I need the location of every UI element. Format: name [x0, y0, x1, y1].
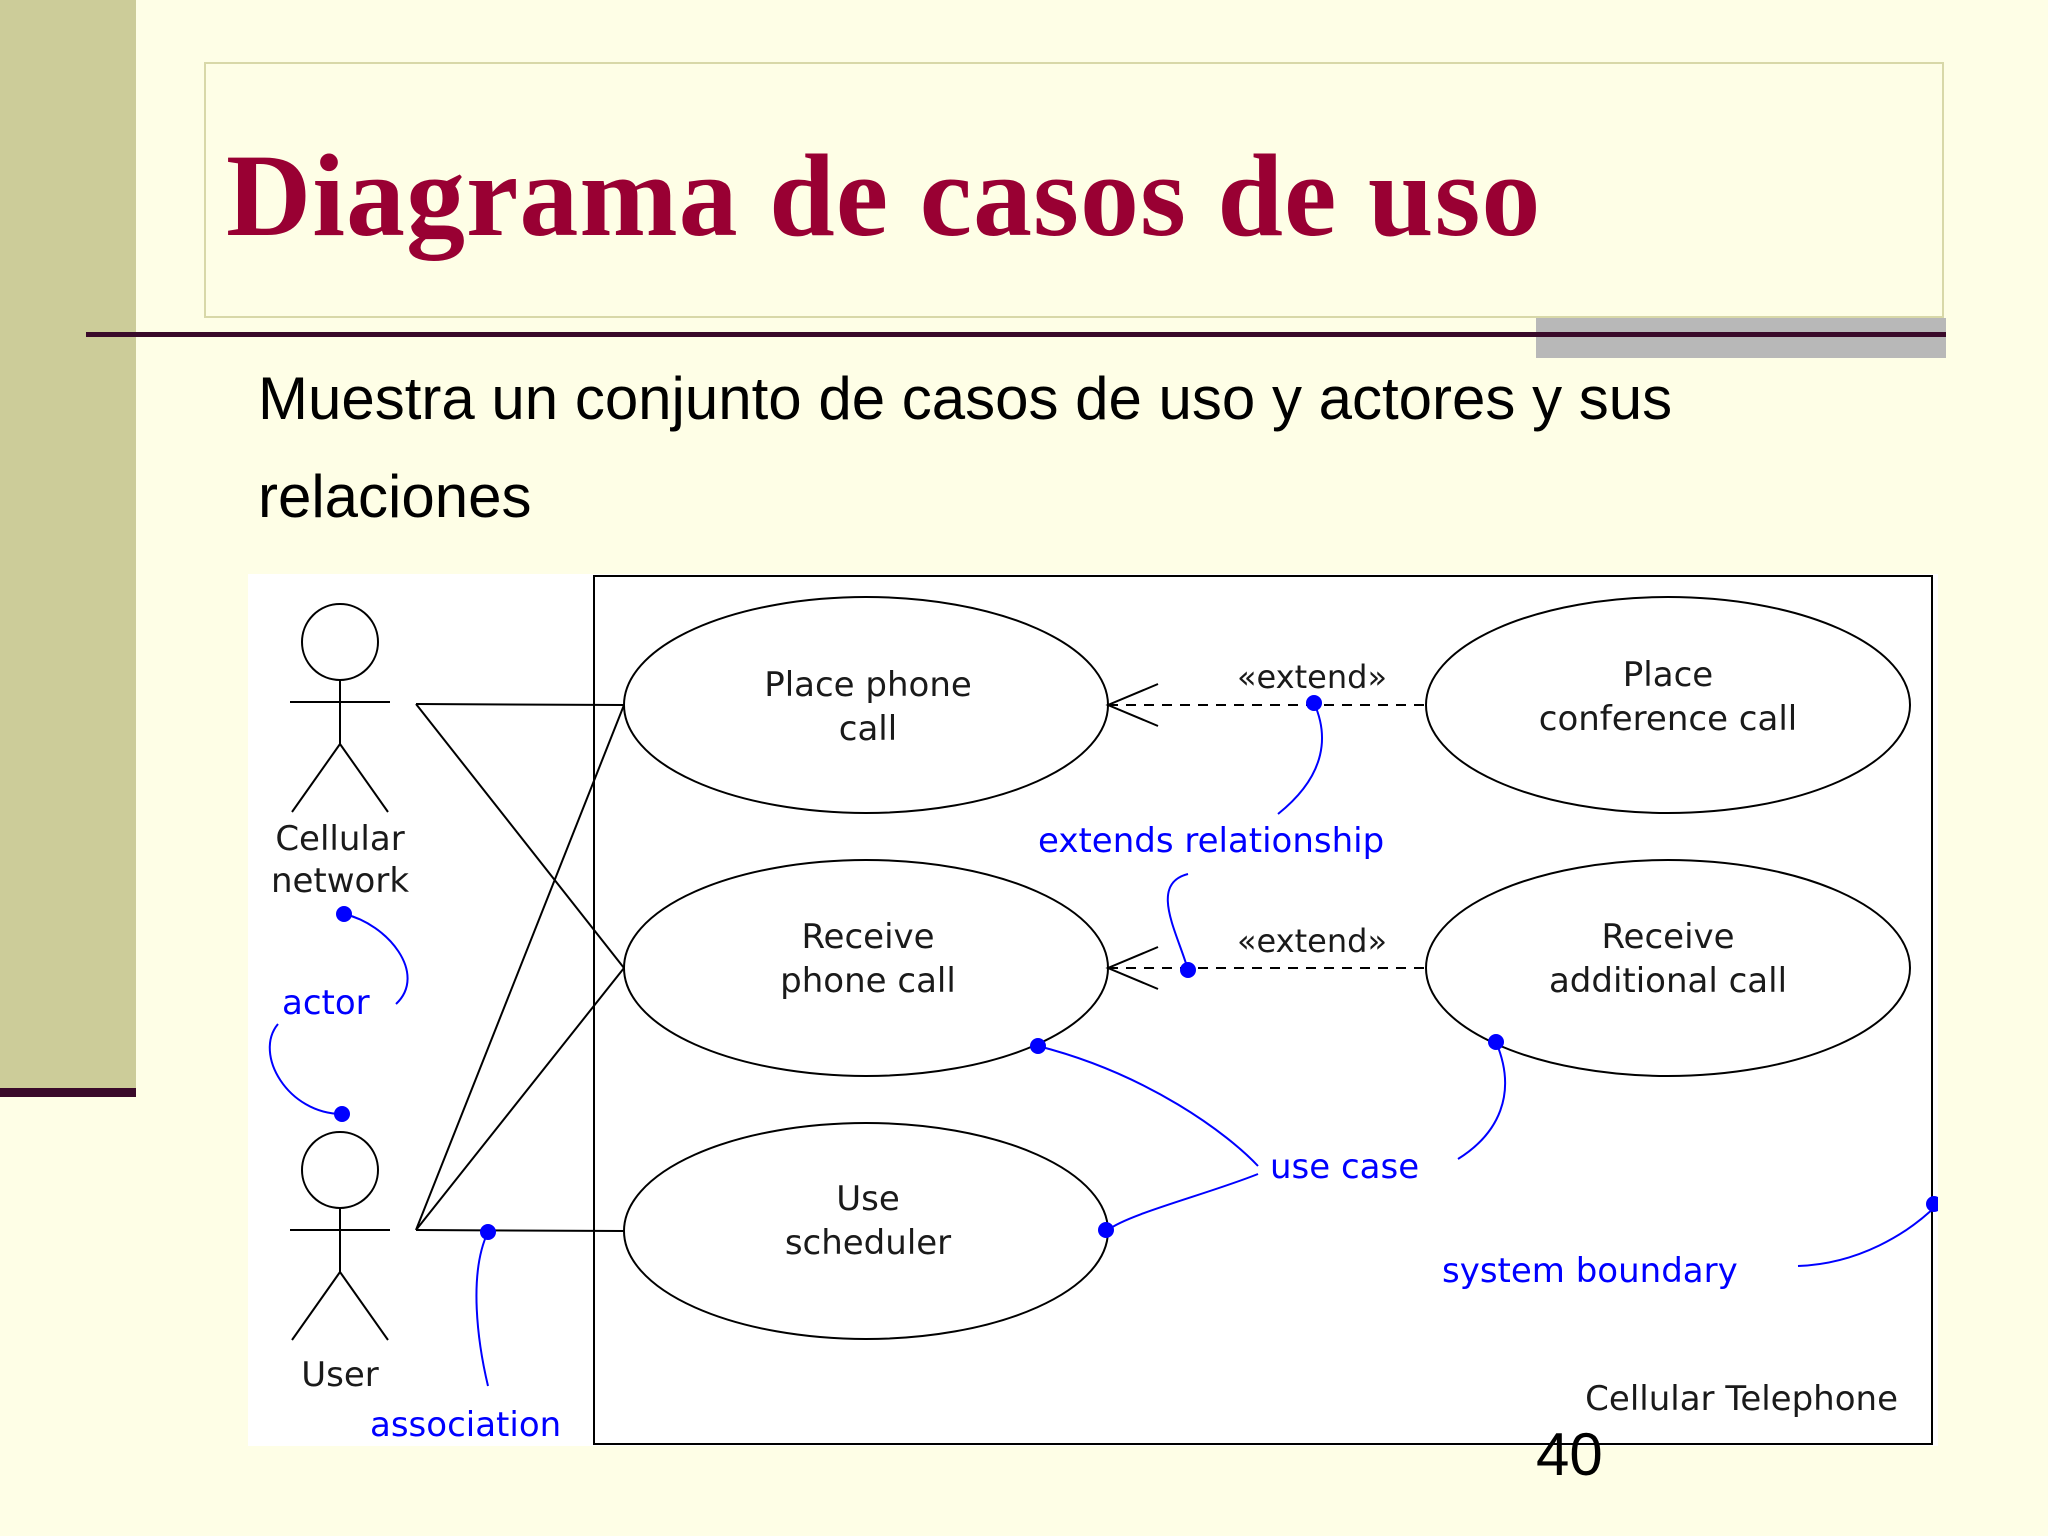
actor-user — [290, 1131, 390, 1341]
slide-title: Diagrama de casos de uso — [226, 130, 1542, 261]
annotation-labels: extends relationship actor use case syst… — [282, 821, 1738, 1445]
slide-subtitle: Muestra un conjunto de casos de uso y ac… — [258, 365, 1673, 530]
actor-label-cellular-line2: network — [271, 861, 409, 901]
use-case-diagram: Cellular network User Place phone call R… — [248, 574, 1938, 1446]
use-case-use-scheduler-line2: scheduler — [785, 1223, 951, 1263]
title-rule-accent-line — [1536, 332, 1946, 337]
system-name: Cellular Telephone — [1585, 1379, 1898, 1419]
annotation-system-boundary: system boundary — [1442, 1251, 1738, 1291]
actor-label-cellular-line1: Cellular — [275, 819, 404, 859]
use-case-ellipses — [623, 596, 1911, 1340]
use-case-receive-additional-call-line1: Receive — [1601, 917, 1734, 957]
annotation-dots — [334, 695, 1938, 1240]
actor-label-user: User — [301, 1355, 379, 1395]
annotation-use-case: use case — [1270, 1147, 1419, 1187]
use-case-receive-phone-call-line2: phone call — [780, 961, 956, 1001]
title-frame — [204, 62, 1944, 318]
annotation-actor: actor — [282, 983, 370, 1023]
use-case-place-conference-call-line1: Place — [1623, 655, 1713, 695]
use-case-place-phone-call-line2: call — [839, 709, 897, 749]
use-case-place-conference-call-line2: conference call — [1539, 699, 1797, 739]
title-rule-accent — [1536, 318, 1946, 358]
diagram-text: Cellular network User Place phone call R… — [271, 655, 1797, 1395]
use-case-use-scheduler-line1: Use — [836, 1179, 900, 1219]
page-number: 40 — [1536, 1421, 1603, 1488]
annotation-association: association — [370, 1405, 561, 1445]
use-case-receive-additional-call-line2: additional call — [1549, 961, 1787, 1001]
extend-arrows — [1105, 683, 1426, 990]
use-case-receive-phone-call-line1: Receive — [801, 917, 934, 957]
system-boundary — [593, 575, 1933, 1445]
annotation-pointers — [268, 702, 1938, 1387]
extend-stereotype-middle: «extend» — [1237, 922, 1387, 960]
left-band-underline — [0, 1088, 136, 1097]
title-rule — [86, 332, 1946, 337]
annotation-extends-relationship: extends relationship — [1038, 821, 1384, 861]
left-decorative-band — [0, 0, 136, 1088]
use-case-place-phone-call-line1: Place phone — [764, 665, 972, 705]
extend-stereotype-top: «extend» — [1237, 658, 1387, 696]
actor-cellular-network — [290, 603, 390, 813]
association-lines — [415, 703, 625, 1232]
